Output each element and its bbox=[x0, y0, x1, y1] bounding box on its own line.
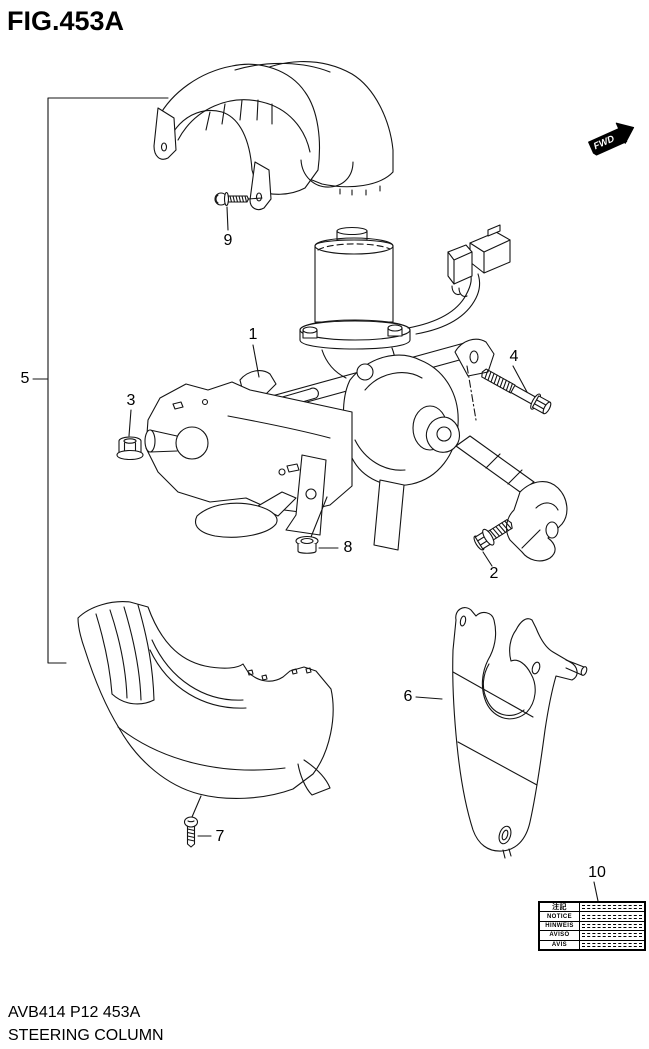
bracket-right-tab bbox=[454, 338, 495, 377]
leader-callout-6 bbox=[415, 696, 443, 700]
callout-7: 7 bbox=[215, 828, 225, 845]
leader-callout-4 bbox=[512, 365, 528, 393]
screw-9 bbox=[214, 191, 263, 231]
leader-callout-1 bbox=[252, 344, 260, 378]
intermediate-shaft bbox=[425, 416, 568, 562]
leader-screw9-to-cover bbox=[247, 197, 263, 200]
notice-placeholder-text bbox=[580, 931, 644, 939]
notice-row: HINWEIS bbox=[540, 920, 644, 931]
footer-figure-name: STEERING COLUMN bbox=[8, 1026, 164, 1044]
steering-gear-housing bbox=[342, 354, 459, 486]
notice-row: NOTICE bbox=[540, 911, 644, 921]
column-hole-cover bbox=[415, 607, 588, 859]
notice-lang-de: HINWEIS bbox=[540, 921, 580, 931]
callout-10: 10 bbox=[588, 864, 606, 881]
notice-label-part-10: 注記 NOTICE HINWEIS AVISO AVIS bbox=[538, 901, 646, 951]
callout-8: 8 bbox=[343, 539, 353, 556]
group-bracket-line-5 bbox=[32, 97, 169, 664]
callout-5: 5 bbox=[20, 370, 30, 387]
notice-placeholder-text bbox=[580, 912, 644, 920]
notice-placeholder-text bbox=[580, 941, 644, 949]
footer-part-code: AVB414 P12 453A bbox=[8, 1003, 141, 1021]
callout-2: 2 bbox=[489, 565, 499, 582]
callout-4: 4 bbox=[509, 348, 519, 365]
bolt-4 bbox=[466, 365, 552, 421]
bolt4-axis-line bbox=[466, 365, 477, 421]
leader-callout-9 bbox=[226, 206, 229, 231]
notice-lang-en: NOTICE bbox=[540, 912, 580, 921]
harness-connector-small bbox=[447, 244, 473, 298]
notice-lang-es: AVISO bbox=[540, 931, 580, 940]
notice-lang-ja: 注記 bbox=[540, 903, 580, 912]
bracket-lower-legs bbox=[285, 454, 405, 551]
lower-yoke bbox=[505, 481, 568, 562]
notice-placeholder-text bbox=[580, 922, 644, 930]
notice-placeholder-text bbox=[580, 903, 644, 911]
upper-column-cover bbox=[153, 61, 394, 211]
figure-title: FIG.453A bbox=[7, 6, 125, 36]
footer: AVB414 P12 453A STEERING COLUMN bbox=[8, 1001, 164, 1047]
power-steering-motor bbox=[299, 226, 411, 379]
callout-3: 3 bbox=[126, 392, 136, 409]
leader-grommet8-to-body bbox=[310, 496, 328, 538]
wiring-harness bbox=[407, 224, 511, 335]
notice-row: AVISO bbox=[540, 930, 644, 940]
bolt-2 bbox=[473, 519, 513, 567]
leader-callout-10 bbox=[593, 881, 599, 902]
notice-row: 注記 bbox=[540, 903, 644, 912]
lower-column-cover bbox=[77, 601, 334, 799]
grommet-8 bbox=[295, 496, 339, 554]
callout-1: 1 bbox=[248, 326, 258, 343]
tilt-lever bbox=[195, 491, 297, 538]
notice-lang-fr: AVIS bbox=[540, 940, 580, 950]
callout-9: 9 bbox=[223, 232, 233, 249]
fwd-arrow-icon: FWD bbox=[588, 122, 635, 156]
leader-callout-2 bbox=[482, 551, 493, 567]
nut-3 bbox=[116, 409, 144, 461]
screw-7 bbox=[183, 795, 212, 848]
leader-callout-3 bbox=[128, 409, 132, 437]
harness-connector-large bbox=[469, 224, 511, 274]
notice-row: AVIS bbox=[540, 939, 644, 950]
leader-screw7-to-cover bbox=[191, 795, 202, 818]
callout-6: 6 bbox=[403, 688, 413, 705]
